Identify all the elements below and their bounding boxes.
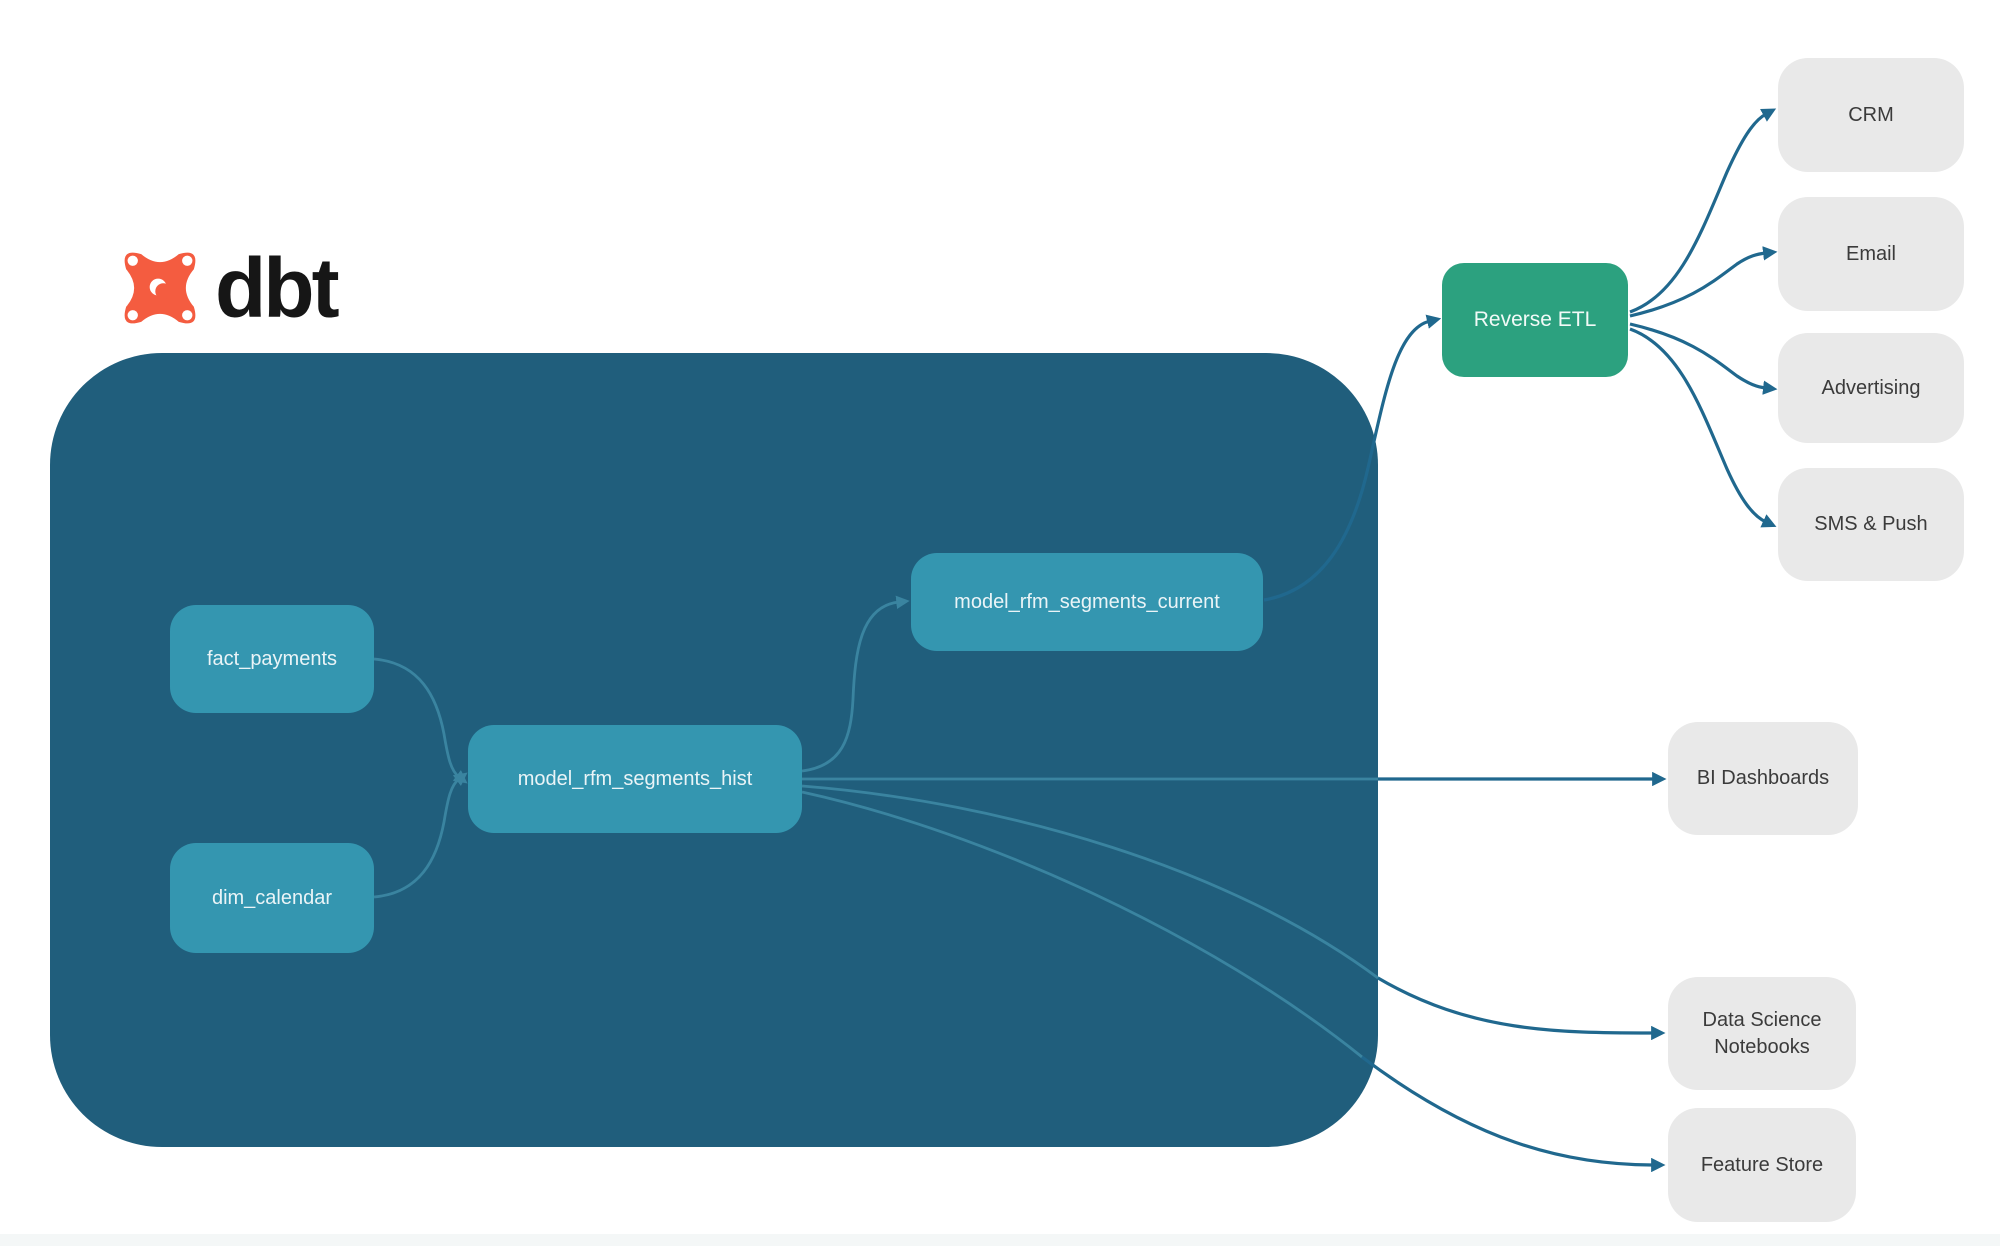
node-crm: CRM	[1778, 58, 1964, 172]
node-label: fact_payments	[206, 647, 338, 670]
node-fact-payments: fact_payments	[170, 605, 374, 713]
edge-reverse-etl-to-sms	[1629, 327, 1777, 528]
node-model-rfm-segments-hist: model_rfm_segments_hist	[468, 725, 802, 833]
edge-reverse-etl-to-advertising	[1629, 322, 1778, 395]
node-label: dim_calendar	[211, 886, 333, 909]
logo-dot-bottom-left	[127, 310, 138, 321]
edge-hist-to-fs	[1361, 1055, 1666, 1173]
footer-strip	[0, 1234, 2000, 1246]
node-label: CRM	[1848, 103, 1894, 126]
logo-dot-bottom-right	[182, 310, 193, 321]
node-label: Reverse ETL	[1473, 308, 1597, 331]
edge-reverse-etl-to-crm	[1629, 108, 1777, 314]
node-label: model_rfm_segments_current	[954, 590, 1220, 613]
logo-dot-top-right	[182, 255, 193, 266]
node-label: Feature Store	[1700, 1153, 1824, 1176]
node-email: Email	[1778, 197, 1964, 311]
node-advertising: Advertising	[1778, 333, 1964, 443]
node-label: Advertising	[1821, 376, 1921, 399]
dbt-logo-icon	[124, 252, 196, 324]
node-label: Data Science Notebooks	[1702, 1008, 1822, 1058]
node-label: BI Dashboards	[1696, 767, 1830, 789]
node-data-science-notebooks: Data Science Notebooks	[1668, 977, 1856, 1090]
node-model-rfm-segments-current: model_rfm_segments_current	[911, 553, 1263, 651]
node-sms-push: SMS & Push	[1778, 468, 1964, 581]
node-reverse-etl: Reverse ETL	[1442, 263, 1628, 377]
logo-crescent-mask	[155, 283, 172, 300]
node-label: model_rfm_segments_hist	[517, 767, 753, 790]
edge-hist-to-ds	[1377, 976, 1666, 1041]
node-feature-store: Feature Store	[1668, 1108, 1856, 1222]
dbt-logo: dbt	[113, 241, 340, 335]
dbt-wordmark: dbt	[215, 241, 340, 335]
node-label: Email	[1845, 242, 1896, 265]
node-label: SMS & Push	[1814, 513, 1928, 535]
node-dim-calendar: dim_calendar	[170, 843, 374, 953]
node-bi-dashboards: BI Dashboards	[1668, 722, 1858, 835]
edge-reverse-etl-to-email	[1629, 246, 1778, 318]
logo-dot-top-left	[127, 255, 138, 266]
